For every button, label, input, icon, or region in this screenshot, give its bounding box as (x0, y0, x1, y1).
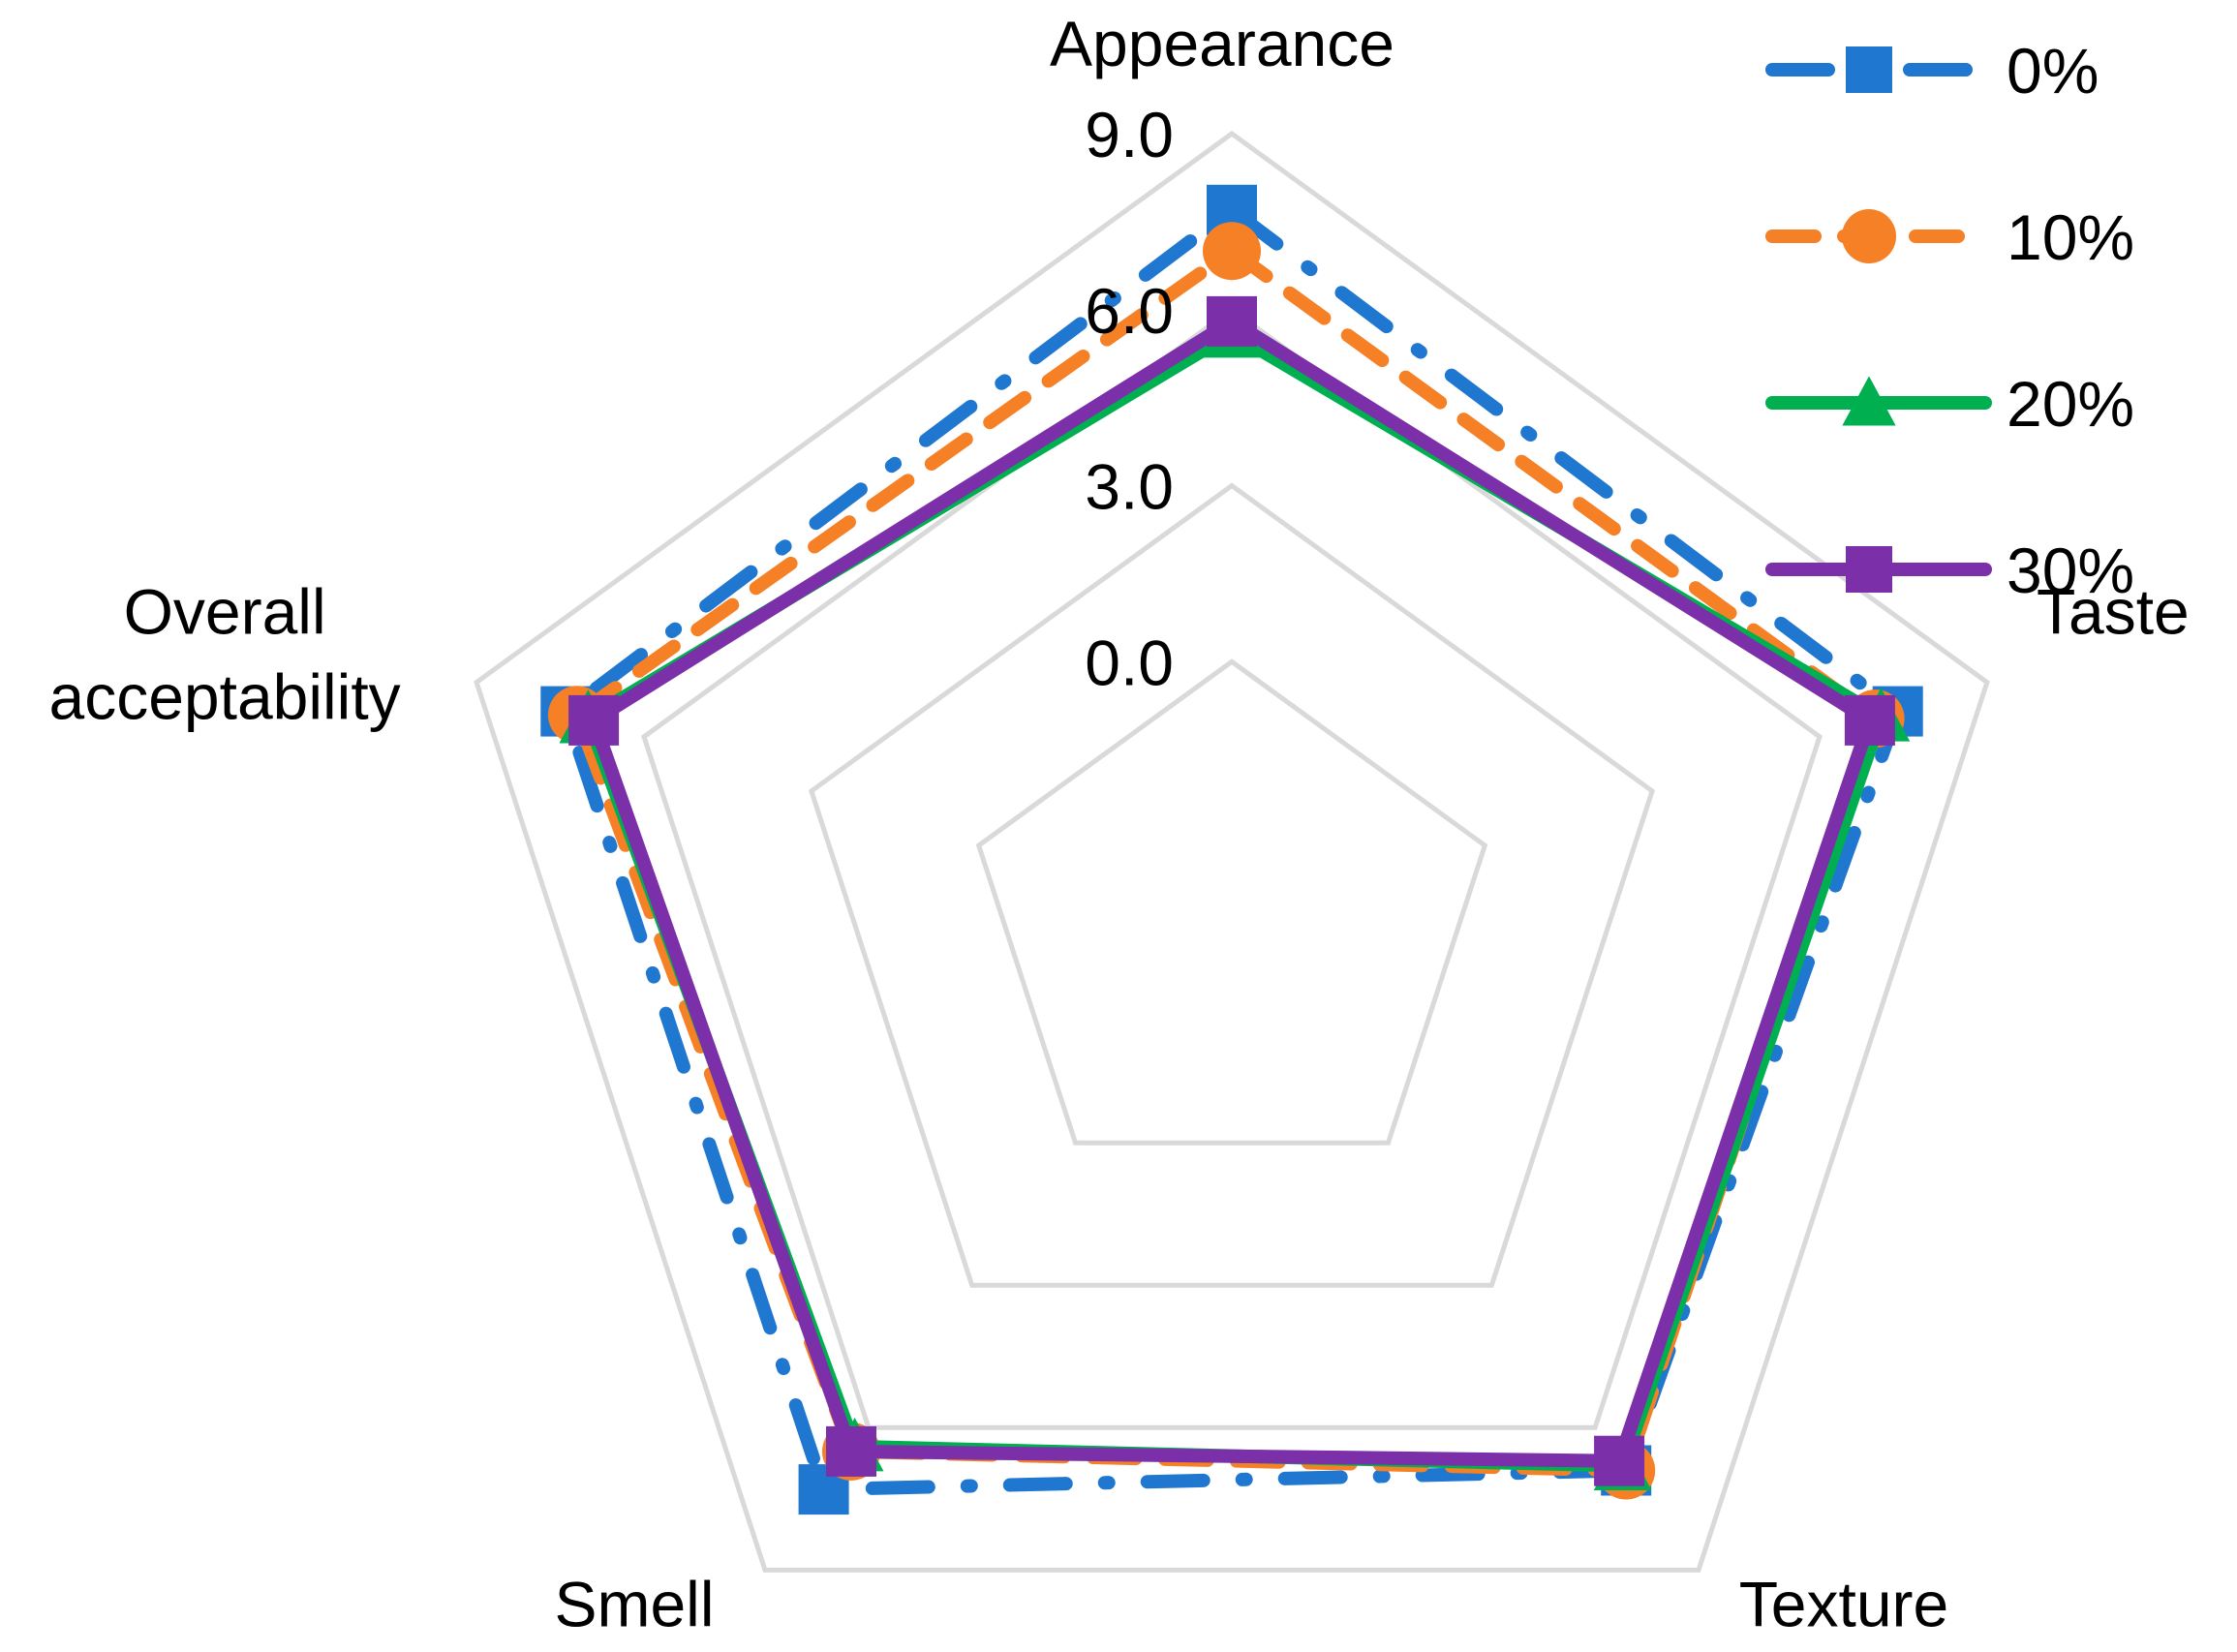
data-point (1207, 295, 1257, 347)
tick-label: 6.0 (1085, 275, 1174, 347)
axis-label: Smell (554, 1568, 714, 1639)
legend-label: 10% (2007, 201, 2134, 273)
legend-item: 0% (1765, 35, 2099, 107)
data-point (1844, 694, 1895, 746)
legend-marker (1842, 376, 1896, 426)
series-10pct (547, 222, 1905, 1500)
tick-label: 3.0 (1085, 451, 1174, 523)
legend: 0% 10% 20% 30% (1765, 35, 2134, 606)
data-point (1594, 1435, 1645, 1486)
legend-marker (1842, 209, 1896, 263)
legend-marker (1846, 546, 1892, 593)
grid-ring (975, 658, 1488, 1146)
axis-label: Taste (2037, 576, 2190, 648)
data-point (568, 694, 620, 746)
legend-item: 30% (1765, 535, 2134, 606)
radar-series (540, 184, 1923, 1515)
series-line (587, 314, 1877, 1468)
legend-label: 30% (2007, 535, 2134, 606)
axis-label: Texture (1739, 1568, 1948, 1639)
series-line (581, 326, 1888, 1473)
legend-label: 0% (2007, 35, 2099, 107)
data-point (826, 1425, 876, 1477)
series-0pct (540, 184, 1923, 1515)
series-30pct (568, 295, 1895, 1486)
legend-marker (1846, 46, 1892, 93)
data-point (1203, 222, 1261, 281)
series-line (559, 202, 1905, 1497)
tick-label: 0.0 (1085, 627, 1174, 698)
grid-ring (641, 306, 1823, 1430)
tick-label: 9.0 (1085, 99, 1174, 170)
legend-item: 10% (1765, 201, 2134, 273)
grid-ring (808, 482, 1656, 1288)
axis-label: Appearance (1050, 8, 1394, 79)
legend-label: 20% (2007, 368, 2134, 440)
legend-item: 20% (1765, 368, 2134, 440)
